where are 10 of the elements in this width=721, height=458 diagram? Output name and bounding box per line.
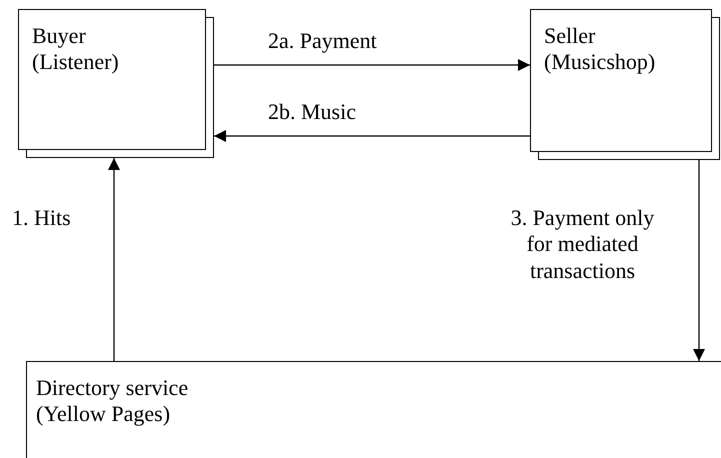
arrow: [214, 130, 530, 142]
node-label: Seller (Musicshop): [544, 23, 656, 76]
stacked-box: [530, 9, 720, 160]
service-box: [26, 361, 721, 458]
node-label: Directory service (Yellow Pages): [36, 375, 190, 428]
arrow: [214, 59, 530, 71]
stacked-box: [18, 9, 214, 158]
node-label: Buyer (Listener): [32, 23, 120, 76]
arrow: [693, 160, 705, 361]
arrow: [108, 158, 120, 361]
